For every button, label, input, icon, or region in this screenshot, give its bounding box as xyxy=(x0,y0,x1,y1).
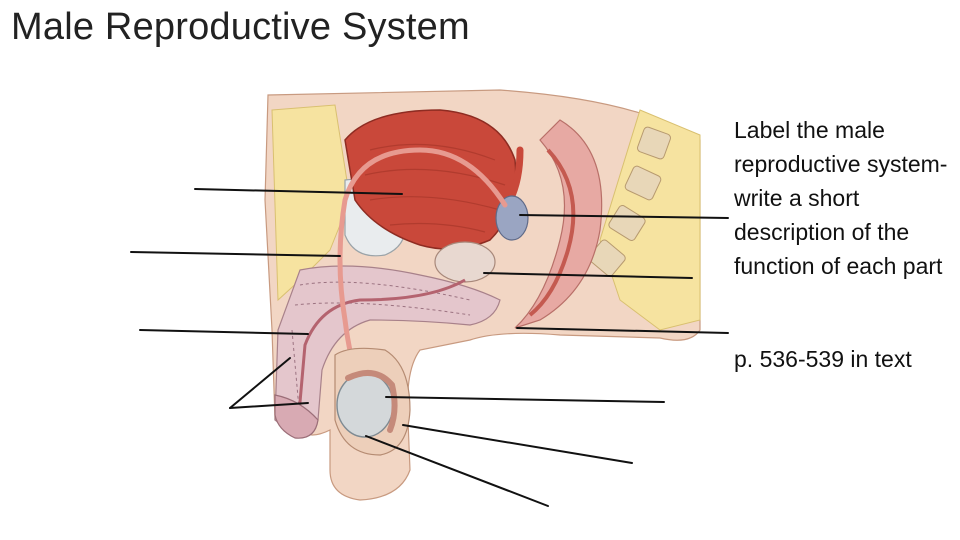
leader-line-2 xyxy=(130,251,341,257)
leader-line-1 xyxy=(194,188,403,195)
leader-line-3 xyxy=(139,329,309,335)
slide-title: Male Reproductive System xyxy=(11,6,470,48)
epididymis xyxy=(345,369,398,433)
leader-line-4a xyxy=(229,357,291,409)
sacrum-vertebrae xyxy=(588,126,671,277)
instructions-text: Label the male reproductive system- writ… xyxy=(734,117,948,279)
leader-line-9 xyxy=(402,424,633,464)
leader-lines xyxy=(130,188,729,507)
urethra xyxy=(296,278,466,426)
testis xyxy=(336,372,394,438)
leader-line-7 xyxy=(516,327,729,334)
fat-tissue-back xyxy=(599,109,701,331)
erectile-tissue xyxy=(291,281,471,421)
bladder-muscle-texture xyxy=(364,143,506,233)
vas-deferens xyxy=(337,147,508,388)
leader-line-4b xyxy=(229,402,309,409)
leader-line-8 xyxy=(385,396,665,403)
leader-line-6 xyxy=(483,272,693,279)
prostate-gland xyxy=(434,241,496,283)
leader-line-10 xyxy=(365,435,549,507)
leader-line-5 xyxy=(519,214,729,219)
rectum-wall xyxy=(528,148,576,317)
textbook-reference: p. 536-539 in text xyxy=(734,346,912,372)
fat-tissue-front xyxy=(271,104,351,302)
